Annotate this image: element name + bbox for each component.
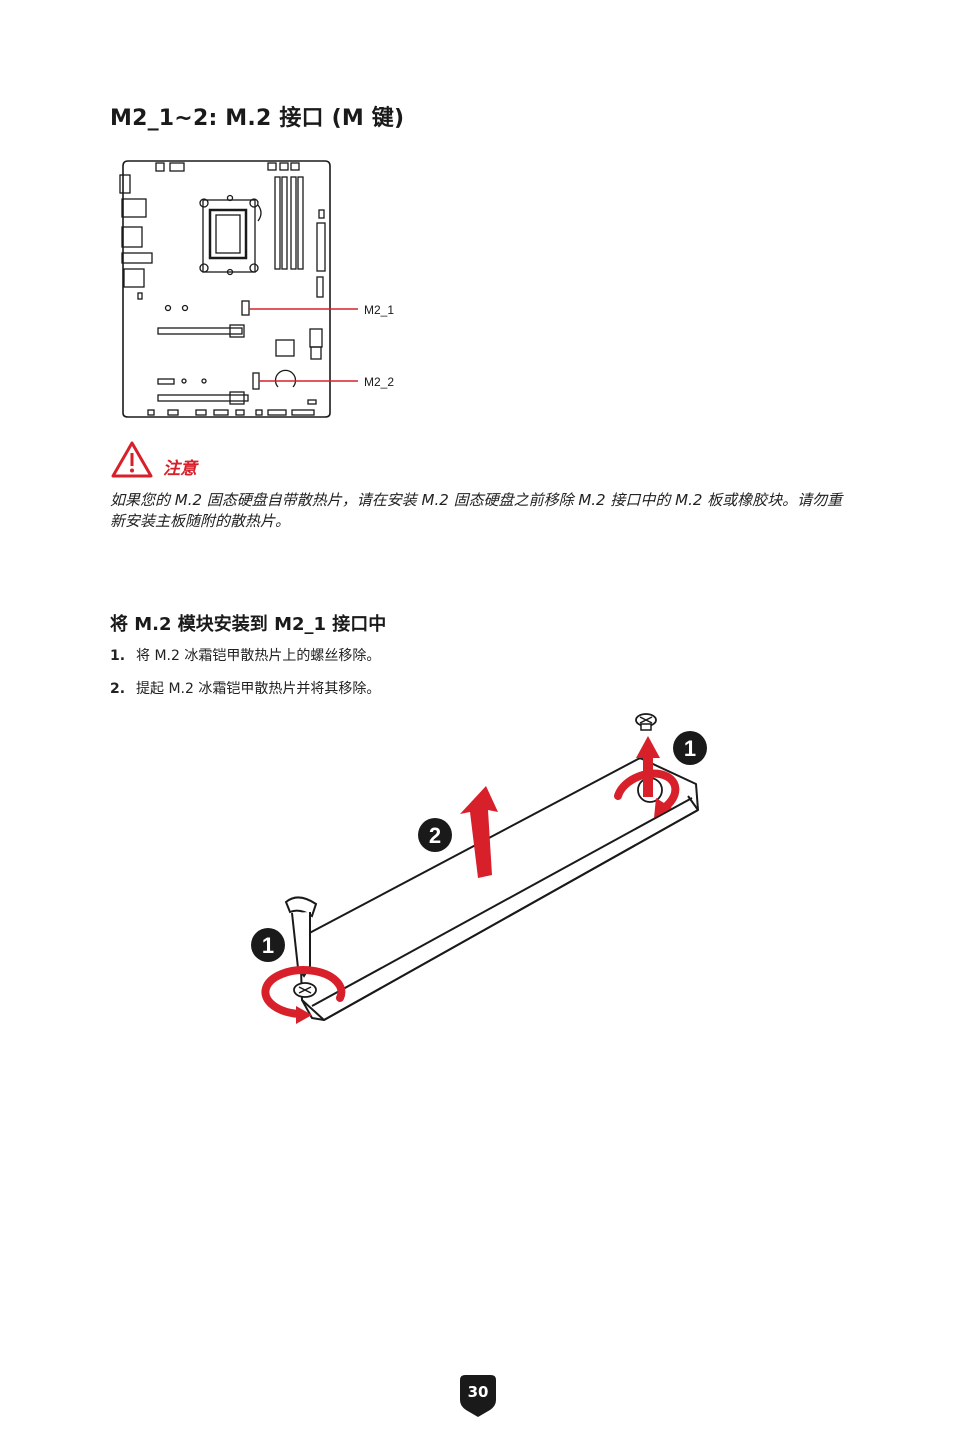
lift-arrow [460,786,498,878]
step-2-text: 提起 M.2 冰霜铠甲散热片并将其移除。 [136,681,381,697]
heatsink-removal-illustration: 1 2 1 [251,713,707,1024]
caution-text: 如果您的 M.2 固态硬盘自带散热片，请在安装 M.2 固态硬盘之前移除 M.2… [110,491,843,530]
step-1-text: 将 M.2 冰霜铠甲散热片上的螺丝移除。 [136,648,381,664]
m2-2-label: M2_2 [364,375,394,389]
m2-1-label: M2_1 [364,303,394,317]
warning-triangle-icon [111,441,153,478]
step-2-number: 2. [110,681,126,697]
page-number-badge [460,1375,496,1417]
screw-top [614,713,680,818]
step-1: 1. 将 M.2 冰霜铠甲散热片上的螺丝移除。 [110,645,380,665]
marker-1-bottom: 1 [251,928,285,962]
motherboard-diagram: M2_1 M2_2 [119,160,394,418]
page-number: 30 [467,1383,489,1401]
marker-1-top: 1 [673,731,707,765]
screwdriver [284,896,318,978]
caution-heading: 注意 [163,459,197,479]
svg-text:1: 1 [262,933,274,958]
svg-text:1: 1 [684,736,696,761]
svg-text:2: 2 [429,823,441,848]
page-title: M2_1~2: M.2 接口 (M 键) [110,106,405,131]
section-title: 将 M.2 模块安装到 M2_1 接口中 [110,614,387,635]
marker-2: 2 [418,818,452,852]
screw-bottom [261,966,346,1024]
step-1-number: 1. [110,648,126,664]
step-2: 2. 提起 M.2 冰霜铠甲散热片并将其移除。 [110,678,380,698]
